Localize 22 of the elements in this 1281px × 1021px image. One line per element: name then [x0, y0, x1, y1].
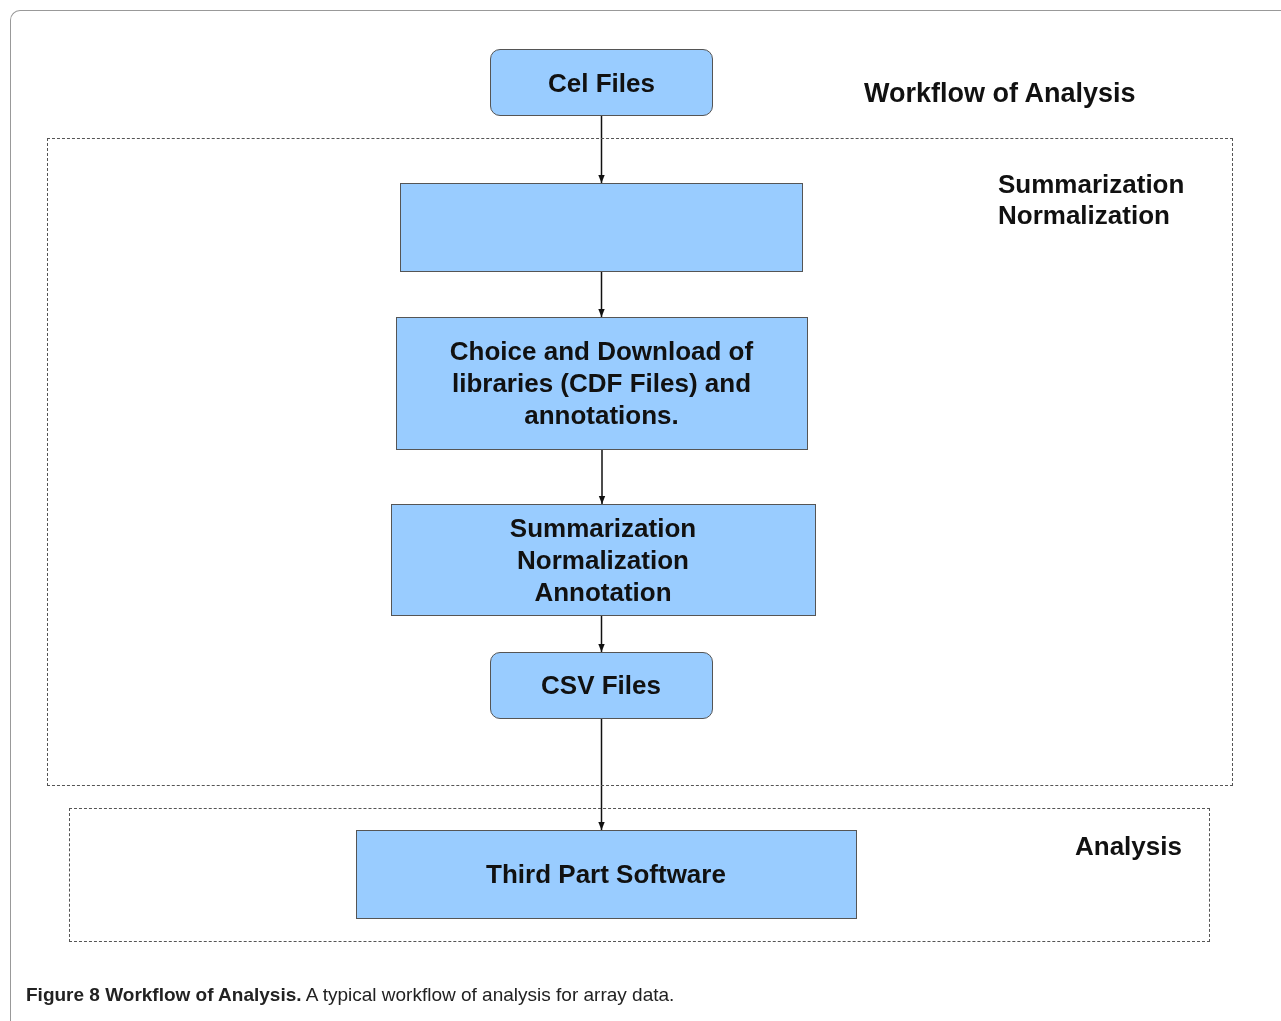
dashed-group-box	[47, 138, 1233, 786]
arrow	[598, 115, 605, 184]
dashed-group-box	[69, 808, 1210, 942]
box-label: CSV Files	[541, 669, 661, 701]
section-heading: Analysis	[1075, 831, 1183, 862]
process-box	[490, 49, 713, 116]
arrow	[598, 615, 605, 653]
section-heading: Summarization Normalization	[998, 169, 1186, 231]
figure-caption: Figure 8 Workflow of Analysis. A typical workflow of analysis for array data.	[26, 984, 675, 1006]
process-box	[489, 651, 713, 719]
diagram-heading: Workflow of Analysis	[864, 78, 1136, 109]
box-label: Summarization Normalization Annotation	[508, 511, 698, 608]
arrow	[598, 271, 605, 318]
process-box	[399, 182, 803, 272]
arrow	[598, 718, 605, 831]
process-box	[395, 316, 808, 450]
box-label: Cel Files	[548, 66, 655, 99]
arrow	[598, 449, 606, 505]
process-box	[355, 829, 857, 919]
box-label: Choice and Download of libraries (CDF Files) and annotations.	[448, 335, 755, 431]
process-box	[390, 503, 816, 616]
box-label: Third Part Software	[486, 858, 726, 890]
